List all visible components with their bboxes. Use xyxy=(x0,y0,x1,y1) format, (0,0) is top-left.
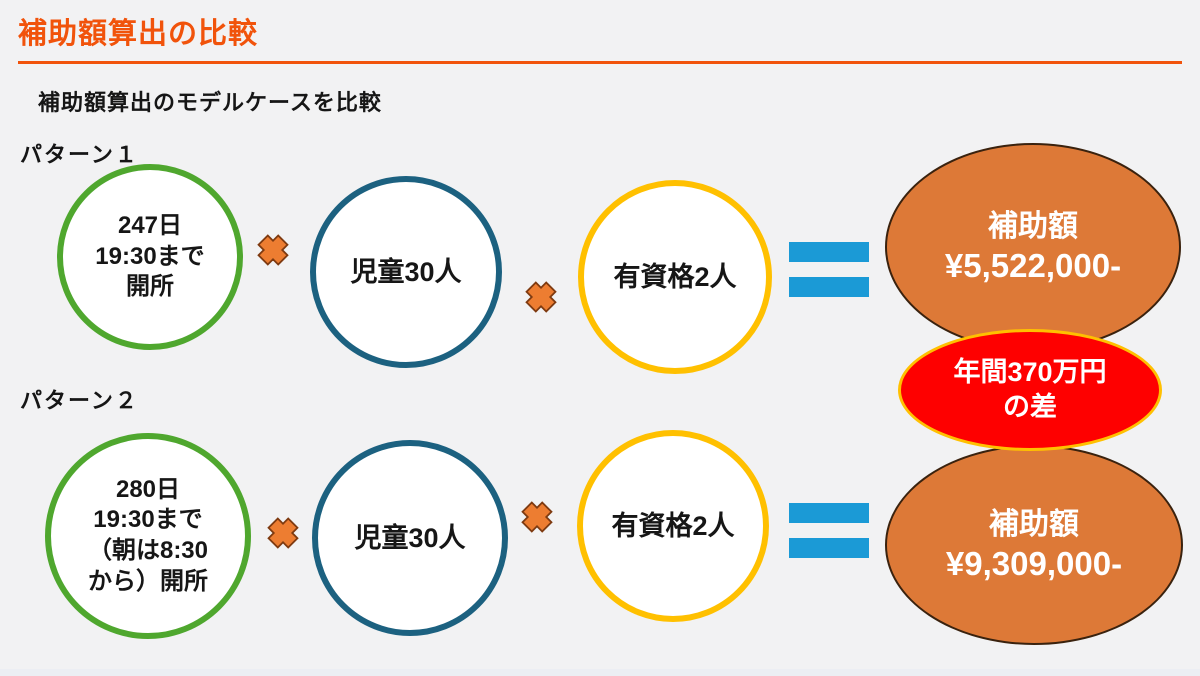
multiply-icon xyxy=(265,515,301,551)
pattern-2-label: パターン２ xyxy=(20,388,139,413)
circle-text: 児童30人 xyxy=(350,255,461,290)
multiply-icon xyxy=(523,279,559,315)
equals-bar xyxy=(789,503,869,523)
bottom-strip xyxy=(0,669,1200,676)
pattern-2-children-circle: 児童30人 xyxy=(312,440,508,636)
circle-line: から）開所 xyxy=(87,567,208,595)
result-amount: ¥9,309,000- xyxy=(945,545,1123,583)
circle-line: 児童30人 xyxy=(354,522,466,553)
circle-line: 247日 xyxy=(117,211,183,239)
circle-text: 有資格2人 xyxy=(611,509,734,544)
pattern-1-label: パターン１ xyxy=(20,142,139,167)
difference-line: 年間370万円 xyxy=(953,356,1107,387)
circle-line: 280日 xyxy=(115,475,181,503)
pattern-1-opening-days-circle: 247日 19:30まで 開所 xyxy=(57,164,243,350)
equals-icon xyxy=(789,242,869,297)
circle-line: 有資格2人 xyxy=(611,510,735,541)
pattern-2-opening-days-circle: 280日 19:30まで （朝は8:30 から）開所 xyxy=(45,433,251,639)
circle-text: 児童30人 xyxy=(354,521,465,556)
circle-line: （朝は8:30 xyxy=(87,537,209,564)
circle-text: 有資格2人 xyxy=(613,260,736,295)
circle-line: 19:30まで xyxy=(95,242,205,270)
title-underline xyxy=(18,61,1182,64)
pattern-2-result-ellipse: 補助額 ¥9,309,000- xyxy=(885,445,1183,645)
circle-line: 開所 xyxy=(125,273,174,301)
circle-text: 280日 19:30まで （朝は8:30 から）開所 xyxy=(88,475,208,598)
equals-bar xyxy=(789,277,869,297)
multiply-icon xyxy=(255,232,291,268)
result-label: 補助額 xyxy=(988,209,1078,243)
pattern-1-result-ellipse: 補助額 ¥5,522,000- xyxy=(885,143,1181,351)
result-amount: ¥5,522,000- xyxy=(944,247,1122,285)
pattern-1-qualified-circle: 有資格2人 xyxy=(578,180,772,374)
circle-line: 児童30人 xyxy=(350,256,462,287)
pattern-1-children-circle: 児童30人 xyxy=(310,176,502,368)
pattern-2-qualified-circle: 有資格2人 xyxy=(577,430,769,622)
difference-line: の差 xyxy=(1003,392,1057,422)
multiply-icon xyxy=(519,499,555,535)
page-title: 補助額算出の比較 xyxy=(18,18,259,50)
equals-bar xyxy=(789,242,869,262)
difference-badge: 年間370万円 の差 xyxy=(898,329,1162,451)
equals-icon xyxy=(789,503,869,558)
equals-bar xyxy=(789,538,869,558)
circle-text: 247日 19:30まで 開所 xyxy=(95,211,204,303)
result-label: 補助額 xyxy=(989,507,1079,541)
subtitle: 補助額算出のモデルケースを比較 xyxy=(38,90,382,115)
circle-line: 19:30まで xyxy=(93,506,203,534)
circle-line: 有資格2人 xyxy=(613,261,737,292)
